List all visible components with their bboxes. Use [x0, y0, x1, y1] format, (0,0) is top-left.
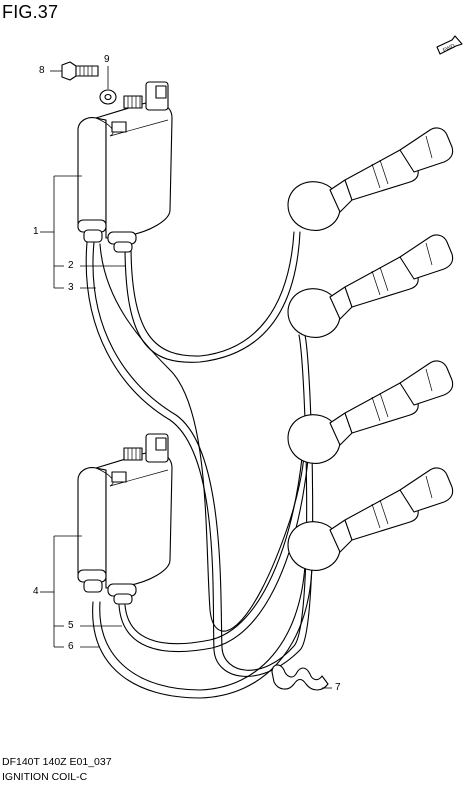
model-code: DF140T 140Z E01_037	[2, 756, 112, 768]
washer-icon	[99, 89, 117, 105]
callout-5: 5	[68, 620, 74, 631]
bolt-icon	[61, 61, 99, 81]
callout-3: 3	[68, 282, 74, 293]
spark-plug-cap-icon	[287, 234, 454, 338]
figure-title: FIG.37	[2, 2, 59, 22]
cord-clamp-icon	[271, 664, 329, 691]
leader-lines	[40, 66, 332, 689]
callout-7: 7	[335, 682, 341, 693]
forward-arrow-label: FWD	[442, 43, 456, 54]
spark-plug-cap-icon	[287, 467, 454, 571]
callout-4: 4	[33, 586, 39, 597]
callout-8: 8	[39, 65, 45, 76]
callout-2: 2	[68, 260, 74, 271]
forward-arrow-icon: FWD	[436, 35, 463, 55]
spark-plug-cap-icon	[287, 127, 454, 231]
spark-plug-caps	[287, 127, 454, 571]
lower-ignition-coil-icon	[77, 433, 173, 605]
callout-9: 9	[104, 54, 110, 65]
upper-ignition-coil-icon	[77, 81, 173, 253]
callout-1: 1	[33, 226, 39, 237]
figure-caption: IGNITION COIL-C	[2, 771, 88, 783]
spark-plug-cap-icon	[287, 360, 454, 464]
callout-6: 6	[68, 641, 74, 652]
